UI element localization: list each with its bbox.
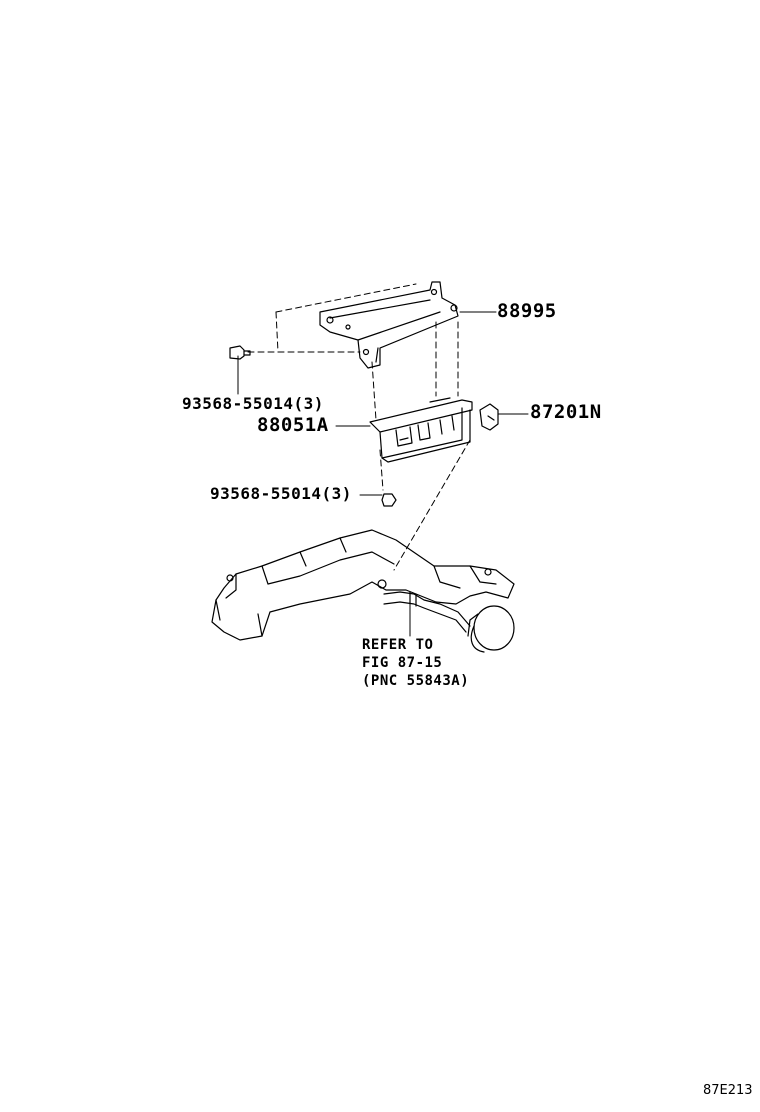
bolt-lower [381,493,397,507]
connector-plug [479,403,499,431]
control-module [369,397,473,463]
figure-code: 87E213 [703,1083,753,1098]
mounting-bracket [319,281,459,369]
leader-lines [237,311,529,637]
callout-connector: 87201N [530,401,602,423]
bolt-upper [229,345,251,360]
assembly-lines [247,283,471,571]
callout-bracket: 88995 [497,300,557,322]
reference-line-1: REFER TO [362,637,434,653]
callout-bolt-lower: 93568-55014(3) [210,484,352,503]
callout-bolt-upper: 93568-55014(3) [182,394,324,413]
air-duct [211,529,515,653]
reference-line-2: FIG 87-15 [362,655,443,671]
callout-module: 88051A [257,414,329,436]
reference-line-3: (PNC 55843A) [362,673,470,689]
